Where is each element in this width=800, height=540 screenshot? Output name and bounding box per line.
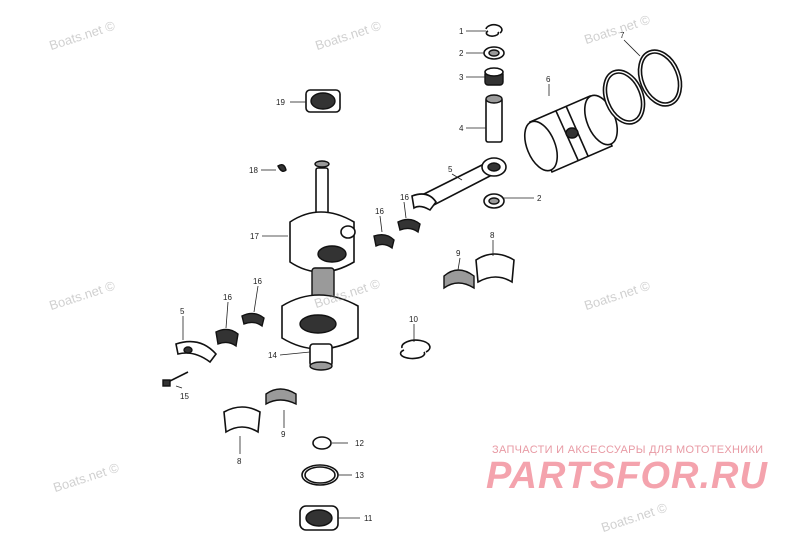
part-9-bearing-half-left bbox=[265, 388, 297, 406]
part-17-crankshaft bbox=[281, 160, 359, 371]
callout-6: 6 bbox=[546, 75, 551, 84]
callout-16: 16 bbox=[223, 293, 232, 302]
part-19-bearing bbox=[305, 89, 341, 113]
part-9-bearing-half-right bbox=[443, 269, 475, 290]
callout-16: 16 bbox=[400, 193, 409, 202]
callout-11: 11 bbox=[364, 514, 373, 523]
callout-16: 16 bbox=[375, 207, 384, 216]
callout-14: 14 bbox=[268, 351, 277, 360]
part-8-bearing-shell-right bbox=[475, 253, 515, 284]
callout-8: 8 bbox=[490, 231, 495, 240]
callout-13: 13 bbox=[355, 471, 364, 480]
callout-16: 16 bbox=[253, 277, 262, 286]
part-16-bearing-cage-d bbox=[215, 328, 239, 348]
part-5-connecting-rod-upper bbox=[411, 157, 507, 212]
part-13-o-ring bbox=[301, 464, 339, 486]
part-1-retaining-ring bbox=[485, 23, 503, 37]
part-10-retaining-ring bbox=[399, 339, 431, 360]
callout-5: 5 bbox=[448, 165, 453, 174]
callout-7: 7 bbox=[620, 31, 625, 40]
callout-4: 4 bbox=[459, 124, 464, 133]
part-16-bearing-cage-a bbox=[373, 233, 395, 250]
callout-labels: 1 2 3 4 6 7 5 2 19 18 17 16 16 9 8 16 16… bbox=[180, 27, 625, 523]
callout-5: 5 bbox=[180, 307, 185, 316]
callout-17: 17 bbox=[250, 232, 259, 241]
part-18-key bbox=[277, 163, 287, 173]
part-11-seal bbox=[299, 505, 339, 531]
part-16-bearing-cage-b bbox=[397, 218, 421, 234]
part-15-bolt bbox=[162, 371, 189, 387]
part-16-bearing-cage-c bbox=[241, 312, 265, 328]
callout-3: 3 bbox=[459, 73, 464, 82]
leader-lines bbox=[175, 30, 641, 519]
part-8-bearing-shell-left bbox=[223, 406, 261, 434]
callout-12: 12 bbox=[355, 439, 364, 448]
callout-1: 1 bbox=[459, 27, 464, 36]
part-3-needle-bearing bbox=[484, 67, 504, 86]
callout-2: 2 bbox=[537, 194, 542, 203]
callout-8: 8 bbox=[237, 457, 242, 466]
callout-9: 9 bbox=[281, 430, 286, 439]
callout-10: 10 bbox=[409, 315, 418, 324]
callout-15: 15 bbox=[180, 392, 189, 401]
callout-9: 9 bbox=[456, 249, 461, 258]
part-4-piston-pin bbox=[485, 94, 503, 143]
part-2-washer-lower bbox=[483, 193, 505, 209]
callout-2: 2 bbox=[459, 49, 464, 58]
part-12-o-ring bbox=[312, 436, 332, 450]
part-5-rod-cap-lower bbox=[175, 340, 218, 364]
brand-tagline: ЗАПЧАСТИ И АКСЕССУАРЫ ДЛЯ МОТОТЕХНИКИ bbox=[492, 444, 764, 456]
part-2-washer-top bbox=[483, 46, 505, 60]
callout-18: 18 bbox=[249, 166, 258, 175]
callout-19: 19 bbox=[276, 98, 285, 107]
brand-logo: PARTSFOR.RU bbox=[486, 455, 768, 497]
part-7-piston-rings bbox=[602, 49, 683, 125]
